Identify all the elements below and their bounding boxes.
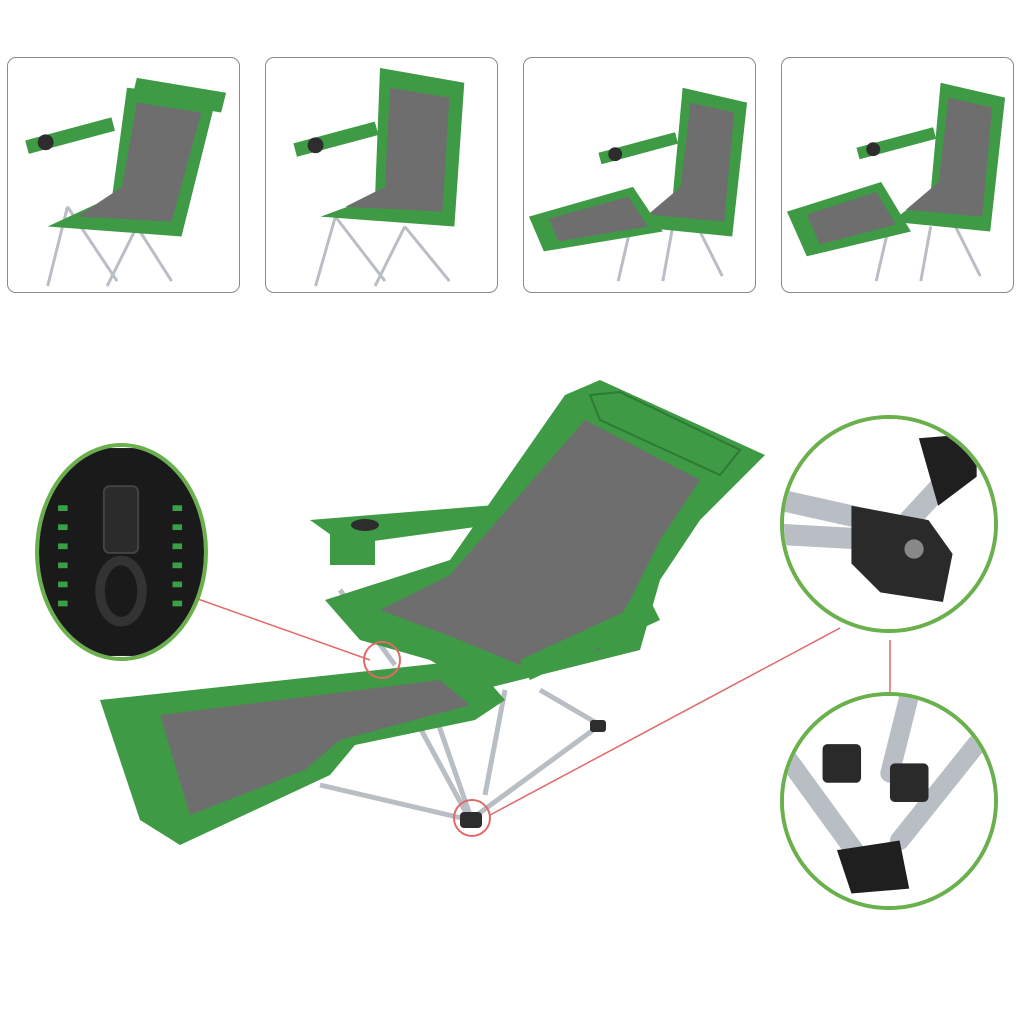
zipper-slider (102, 485, 140, 554)
leg-joint-detail-callout (780, 692, 998, 910)
chair-thumbnail-3-image (528, 87, 748, 282)
zipper-pull (95, 555, 147, 627)
zipper-closeup-image (39, 448, 204, 656)
chair-thumbnail-4-image (786, 82, 1006, 282)
callout-lines (194, 597, 891, 816)
thumbnail-footrest-reclined-chair (781, 57, 1014, 293)
hinge-detail-callout (780, 415, 998, 633)
cup-holder (330, 525, 375, 565)
joint-clamp-2 (889, 763, 929, 802)
chair-thumbnail-2-image (293, 67, 465, 287)
hinge-rivet (904, 539, 924, 559)
leg-joint-closeup-image (784, 696, 994, 906)
hinge-closeup-image (784, 419, 994, 629)
main-chair-illustration (100, 380, 891, 845)
foot-cap (460, 812, 482, 828)
thumbnail-footrest-upright-chair (523, 57, 756, 293)
joint-clamp-1 (822, 744, 862, 783)
foot-base-connector (836, 840, 910, 894)
footrest-mesh (160, 680, 470, 815)
chair-thumbnail-1-image (25, 77, 227, 287)
hinge-connector (851, 505, 953, 603)
thumbnail-reclined-chair (7, 57, 240, 293)
foot-cap (590, 720, 606, 732)
thumbnail-upright-chair (265, 57, 498, 293)
leg-joint-highlight-circle (453, 799, 491, 837)
zipper-detail-callout (35, 443, 208, 661)
cup-holder-opening (351, 519, 379, 531)
armrest-right (520, 600, 660, 680)
seat-mesh (380, 420, 700, 665)
zipper-highlight-circle (363, 641, 401, 679)
headrest-pillow (588, 390, 742, 477)
